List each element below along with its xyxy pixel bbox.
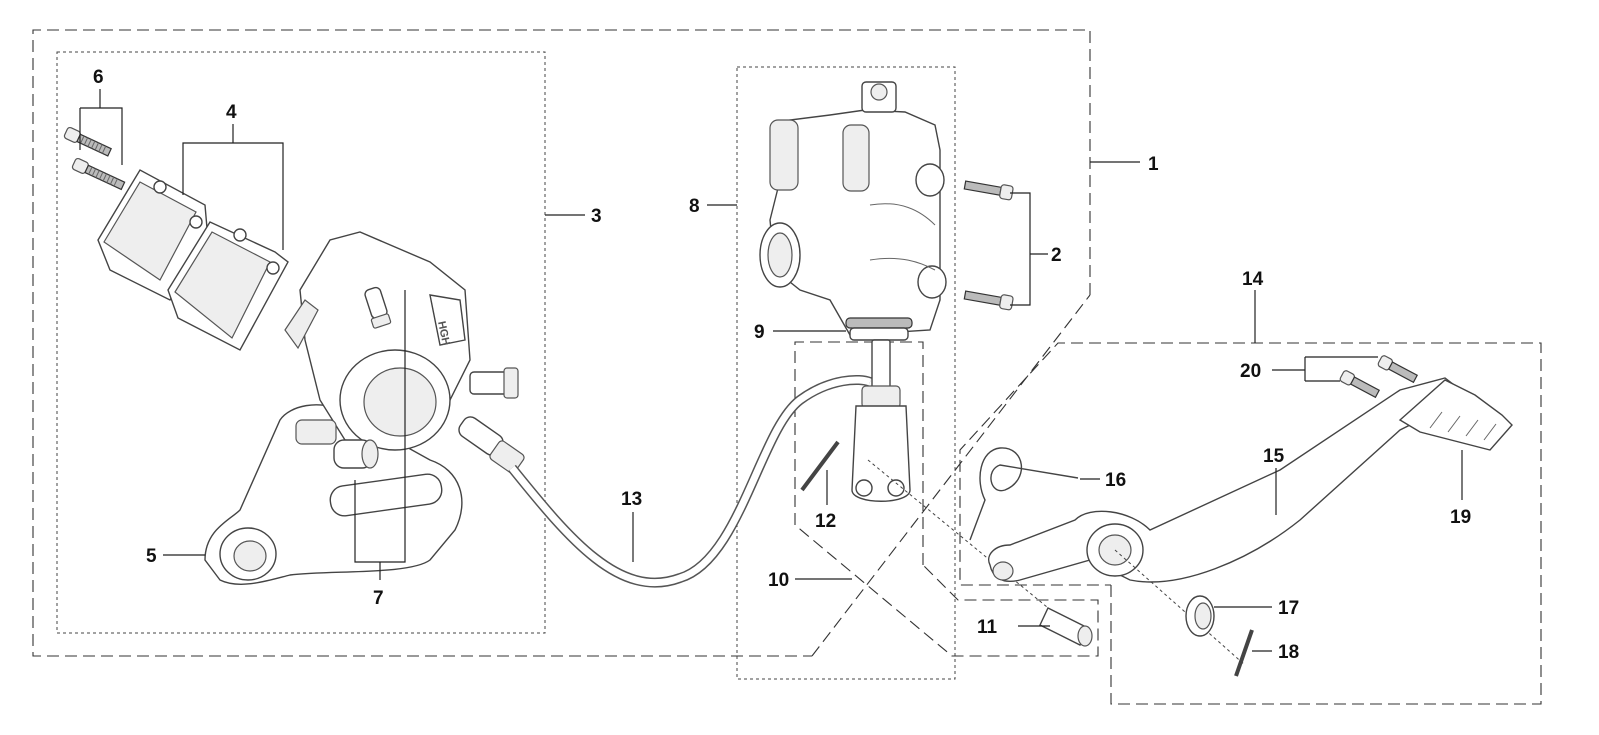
- brake-caliper: HGH: [284, 231, 525, 474]
- callout-17: 17: [1278, 598, 1299, 619]
- callout-4: 4: [226, 102, 237, 123]
- group-1-boundary: [32, 29, 1091, 657]
- callout-5: 5: [146, 546, 157, 567]
- push-rod-clevis: [851, 339, 1076, 631]
- group-8-boundary: [736, 66, 956, 680]
- washer: [1185, 595, 1215, 637]
- master-cylinder: [759, 81, 947, 336]
- callout-14: 14: [1242, 269, 1264, 290]
- caliper-logo-text: HGH: [435, 320, 452, 346]
- caliper-bolts: [63, 126, 126, 191]
- callout-2: 2: [1051, 245, 1062, 266]
- callout-12: 12: [815, 511, 836, 532]
- callout-6: 6: [93, 67, 104, 88]
- callout-11: 11: [977, 617, 998, 638]
- clevis-pin: [1039, 607, 1093, 647]
- callout-16: 16: [1105, 470, 1126, 491]
- callout-19: 19: [1450, 507, 1471, 528]
- callout-7: 7: [373, 588, 384, 609]
- callout-8: 8: [689, 196, 700, 217]
- pedal-tip-bolts: [1339, 355, 1419, 399]
- callout-20: 20: [1240, 361, 1261, 382]
- group-14-boundary: [959, 342, 1542, 705]
- master-cylinder-bolts: [963, 180, 1014, 311]
- leader-lines: [79, 89, 1463, 652]
- return-spring: [969, 447, 1079, 541]
- brake-pads: [97, 169, 289, 351]
- brake-pedal: [988, 377, 1460, 666]
- pedal-pin: [1234, 629, 1254, 677]
- callout-1: 1: [1148, 154, 1159, 175]
- callout-18: 18: [1278, 642, 1299, 663]
- callout-13: 13: [621, 489, 642, 510]
- seal-ring: [845, 317, 913, 341]
- cotter-pin: [800, 440, 840, 492]
- brake-hose: [508, 375, 872, 588]
- callout-10: 10: [768, 570, 789, 591]
- callout-labels: 1 2 3 4 5 6 7 8 9 10 11 12 13 14 15 16 1…: [93, 67, 1471, 663]
- pedal-tip: [1398, 379, 1513, 451]
- callout-15: 15: [1263, 446, 1285, 467]
- group-10-boundary: [794, 341, 1099, 657]
- callout-3: 3: [591, 206, 602, 227]
- group-1-diagonal: [811, 294, 1091, 657]
- callout-9: 9: [754, 322, 765, 343]
